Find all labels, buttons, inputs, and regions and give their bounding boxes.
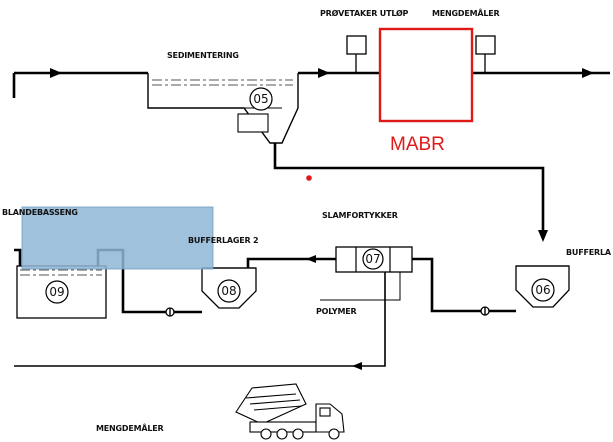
unit-number-05: 05 [253, 92, 269, 106]
reject-water-line [14, 272, 386, 370]
flow-meter-top-device [475, 35, 496, 73]
label-sedimentation: SEDIMENTERING [167, 51, 239, 60]
label-buffer-storage-2: BUFFERLAGER 2 [188, 236, 259, 245]
line-07-to-08 [246, 255, 336, 268]
red-marker-dot [306, 175, 312, 181]
unit-number-09: 09 [49, 285, 65, 299]
left-arrow-icon [306, 255, 316, 263]
mixing-basin-09 [16, 265, 107, 319]
label-flow-meter-bottom: MENGDEMÅLER [96, 424, 164, 433]
unit-number-06: 06 [535, 283, 551, 297]
label-sludge-thickener: SLAMFORTYKKER [322, 211, 398, 220]
buffer-tank-06 [515, 265, 570, 308]
outlet-arrow-icon-1 [318, 68, 330, 78]
polymer-line [320, 272, 401, 301]
sludge-line-05-06 [273, 143, 548, 242]
truck-icon [235, 383, 345, 440]
label-flow-meter-top: MENGDEMÅLER [432, 9, 500, 18]
label-mixing-basin: BLANDEBASSENG [2, 208, 78, 217]
outlet-arrow-icon-2 [582, 68, 594, 78]
mixing-basin-overlay [21, 206, 214, 270]
unit-number-07: 07 [365, 252, 381, 266]
label-sampler-outlet: PRØVETAKER UTLØP [320, 9, 409, 18]
unit-number-08: 08 [221, 284, 237, 298]
label-mabr: MABR [390, 134, 445, 155]
sedimentation-tank-05 [147, 73, 299, 144]
inlet-arrow-icon [50, 68, 62, 78]
reject-arrow-icon [352, 362, 362, 370]
mabr-unit [378, 27, 474, 123]
label-buffer-storage-right: BUFFERLA [566, 248, 611, 257]
down-arrow-icon [538, 230, 548, 242]
sludge-thickener-07 [335, 246, 413, 273]
sampler-outlet-device [346, 35, 367, 73]
outlet-line [298, 68, 610, 78]
label-polymer: POLYMER [316, 307, 357, 316]
line-06-to-07 [412, 257, 516, 316]
inlet-line [12, 68, 148, 98]
